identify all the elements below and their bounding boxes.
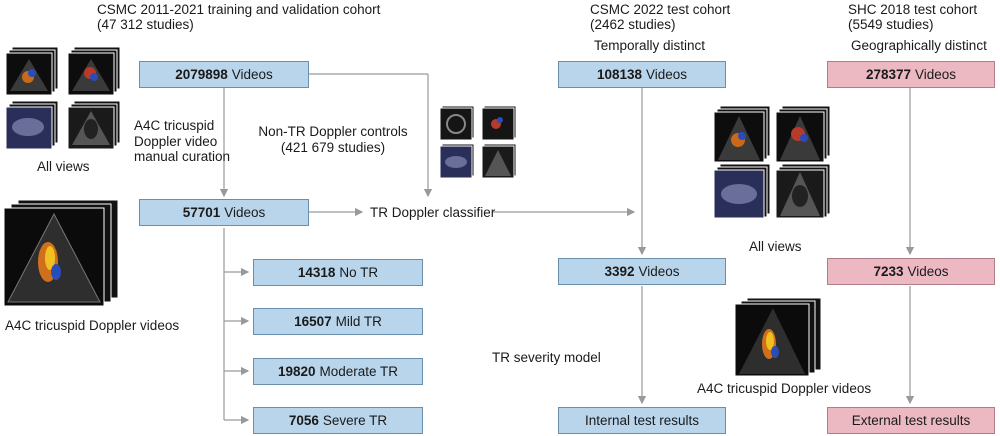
shc-results-label: External test results <box>851 413 971 428</box>
doppler-left-label: A4C tricuspid Doppler videos <box>5 318 180 333</box>
csmc-videos-label: Videos <box>646 67 688 82</box>
all-views-right-label: All views <box>749 239 802 254</box>
shc-results-box: External test results <box>827 407 995 434</box>
classifier-image <box>439 105 517 179</box>
csmc-curated-count: 3392 <box>604 264 635 279</box>
shc-videos-count: 278377 <box>865 67 911 82</box>
all-views-left-image <box>5 46 121 150</box>
moderate-tr-count: 19820 <box>277 364 316 379</box>
curation-label: A4C tricuspid Doppler video manual curat… <box>134 118 230 165</box>
all-views-right-image <box>713 105 831 219</box>
shc-videos-label: Videos <box>915 67 957 82</box>
train-curated-count: 57701 <box>182 205 221 220</box>
doppler-right-image <box>734 297 822 377</box>
train-videos-label: Videos <box>231 67 273 82</box>
train-curated-label: Videos <box>224 205 266 220</box>
csmc-test-title: CSMC 2022 test cohort <box>590 2 731 17</box>
shc-test-count: (5549 studies) <box>848 17 934 32</box>
shc-curated-label: Videos <box>907 264 949 279</box>
curation-line-2: Doppler video <box>134 133 218 149</box>
shc-test-note: Geographically distinct <box>851 38 987 53</box>
moderate-tr-label: Moderate TR <box>319 364 399 379</box>
doppler-left-image <box>3 199 119 306</box>
shc-test-title: SHC 2018 test cohort <box>848 2 978 17</box>
csmc-train-header: CSMC 2011-2021 training and validation c… <box>97 2 380 32</box>
controls-line-1: Non-TR Doppler controls <box>258 124 408 139</box>
csmc-results-label: Internal test results <box>584 413 700 428</box>
csmc-curated-label: Videos <box>638 264 680 279</box>
all-views-left-label: All views <box>37 159 90 174</box>
mild-tr-label: Mild TR <box>335 314 382 329</box>
no-tr-label: No TR <box>339 265 379 280</box>
csmc-videos-box: 108138 Videos <box>558 61 726 88</box>
curation-line-3: manual curation <box>134 149 231 164</box>
csmc-test-count: (2462 studies) <box>590 17 676 32</box>
controls-label: Non-TR Doppler controls (421 679 studies… <box>257 124 409 155</box>
mild-tr-count: 16507 <box>294 314 332 329</box>
controls-line-2: (421 679 studies) <box>280 139 386 155</box>
csmc-test-header: CSMC 2022 test cohort (2462 studies) <box>590 2 730 32</box>
csmc-results-box: Internal test results <box>558 407 726 434</box>
csmc-videos-count: 108138 <box>596 67 642 82</box>
shc-videos-box: 278377 Videos <box>827 61 995 88</box>
severe-tr-count: 7056 <box>288 413 319 428</box>
csmc-train-title: CSMC 2011-2021 training and validation c… <box>97 2 381 17</box>
shc-curated-count: 7233 <box>873 264 904 279</box>
csmc-test-note: Temporally distinct <box>594 38 706 53</box>
curation-line-1: A4C tricuspid <box>134 118 215 133</box>
shc-test-header: SHC 2018 test cohort (5549 studies) <box>848 2 977 32</box>
severe-tr-label: Severe TR <box>322 413 388 428</box>
csmc-train-count: (47 312 studies) <box>97 17 194 32</box>
severity-model-label: TR severity model <box>492 350 601 365</box>
no-tr-count: 14318 <box>297 265 336 280</box>
doppler-right-label: A4C tricuspid Doppler videos <box>697 381 872 396</box>
train-videos-count: 2079898 <box>175 67 228 82</box>
classifier-label: TR Doppler classifier <box>370 205 496 220</box>
